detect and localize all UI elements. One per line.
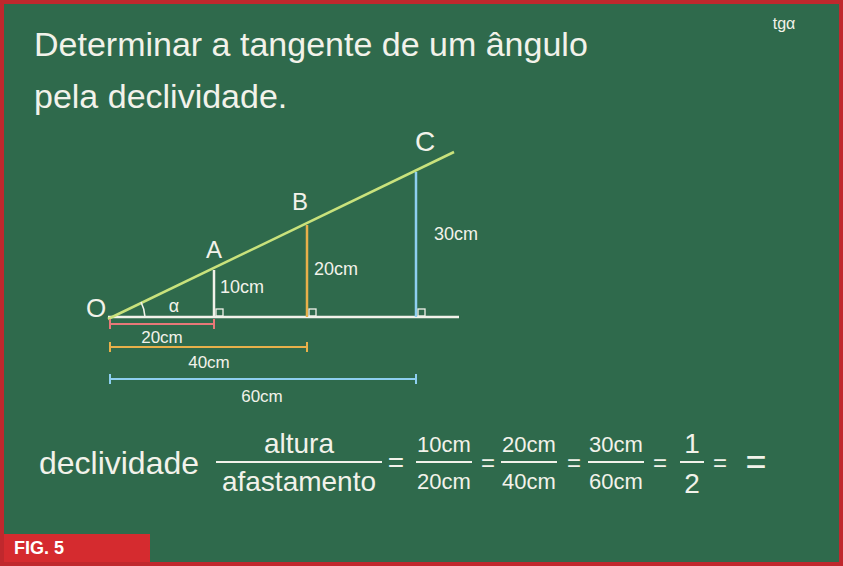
fraction-value: 1 xyxy=(684,430,700,458)
formula-term: afastamento xyxy=(222,468,376,496)
fraction-value: 20cm xyxy=(417,471,471,493)
note: tgα xyxy=(773,16,796,32)
fraction-value: 10cm xyxy=(417,434,471,456)
dimension: 40cm xyxy=(188,354,230,371)
point-label: O xyxy=(86,295,106,321)
formula-term: altura xyxy=(264,430,334,458)
equals-sign: = xyxy=(388,449,404,477)
fraction-value: 60cm xyxy=(589,471,643,493)
dimension: 30cm xyxy=(434,225,478,243)
dimension: 20cm xyxy=(141,329,183,346)
formula-term: declividade xyxy=(39,447,199,479)
equals-sign: = xyxy=(653,451,667,475)
fraction-value: 40cm xyxy=(502,471,556,493)
angle-label: α xyxy=(169,297,179,315)
fraction-value: 30cm xyxy=(589,434,643,456)
equals-sign: = xyxy=(481,451,495,475)
dimension: 60cm xyxy=(241,388,283,405)
point-label: B xyxy=(292,190,308,214)
equals-sign: = xyxy=(713,451,727,475)
dimension: 10cm xyxy=(220,278,264,296)
fraction-value: 2 xyxy=(684,470,700,498)
figure-caption: FIG. 5 xyxy=(4,534,150,562)
point-label: A xyxy=(206,238,222,262)
equals-sign: = xyxy=(567,451,581,475)
point-label: C xyxy=(415,128,435,156)
tangent-result: = xyxy=(745,444,766,480)
dimension: 20cm xyxy=(314,260,358,278)
board-title: Determinar a tangente de um ângulo pela … xyxy=(34,18,624,122)
fraction-value: 20cm xyxy=(502,434,556,456)
